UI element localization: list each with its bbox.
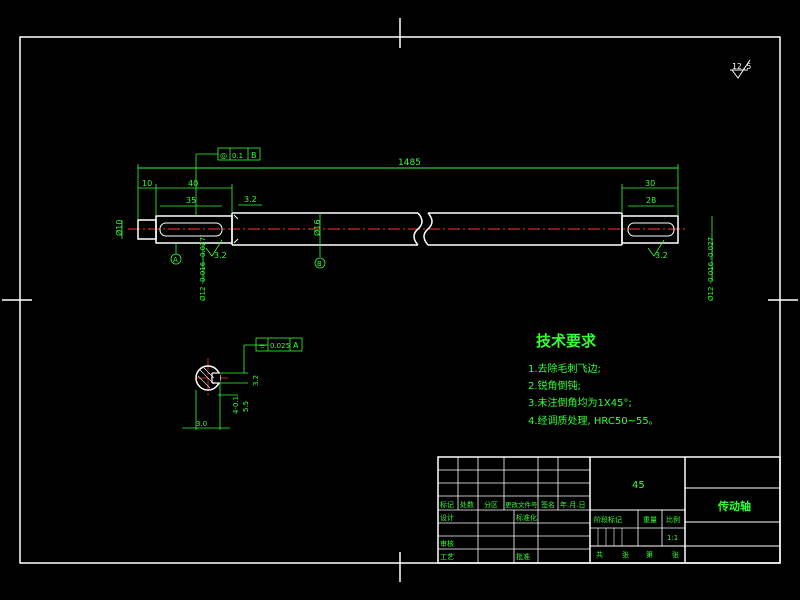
section-dim-4: 3.0	[196, 420, 207, 428]
tol-frame-top	[217, 147, 261, 161]
break-line-left	[413, 212, 423, 246]
tech-item-2: 2.锐角倒钝;	[528, 379, 581, 392]
tol-section-datum: A	[293, 341, 299, 350]
section-dim-1: 3.2	[252, 375, 260, 386]
section-dim-3: 5.5	[242, 401, 250, 412]
tb-hdr-sign: 签名	[541, 500, 555, 509]
tech-item-3: 3.未注倒角均为1X45°;	[528, 396, 632, 409]
right-keyway	[627, 222, 675, 237]
shaft-dimensions: 1485 10 40 35 3.2 30 28 Ø16 Ø10 Ø12 -0.0…	[114, 147, 715, 301]
section-view: 3.2 ⌯ 0.025 A 3.0 4-0.1 5.5	[182, 337, 303, 430]
tb-review: 审核	[440, 539, 454, 548]
roughness-right-symbol	[647, 239, 665, 257]
tb-hdr-count: 处数	[460, 500, 474, 509]
datum-b-marker	[314, 257, 326, 269]
roughness-left-symbol	[205, 239, 223, 257]
tb-ratio: 比例	[666, 515, 680, 524]
tech-requirements: 技术要求 1.去除毛刺飞边; 2.锐角倒钝; 3.未注倒角均为1X45°; 4.…	[528, 332, 659, 427]
roughness-right-value: 3.2	[655, 251, 668, 260]
tb-hdr-mark: 标记	[440, 500, 454, 509]
tb-hdr-zone: 分区	[484, 500, 498, 509]
tb-weight: 重量	[643, 516, 657, 524]
tol-top-value: 0.1	[232, 152, 243, 160]
dim-left-keyway: 40	[188, 179, 198, 188]
tb-approve: 批准	[516, 552, 530, 561]
tb-material: 45	[632, 480, 645, 491]
roughness-general-symbol: 12.5	[730, 59, 751, 79]
shaft-right-journal	[621, 215, 679, 244]
roughness-left-value: 3.2	[214, 251, 227, 260]
tb-sheets-total: 共	[596, 550, 603, 559]
dim-chamfer: 3.2	[244, 195, 257, 204]
tech-item-4: 4.经调质处理, HRC50~55。	[528, 414, 659, 427]
shaft-main-view	[128, 212, 688, 246]
tol-top-datum: B	[251, 151, 257, 160]
tb-hdr-file: 更改文件号	[505, 500, 538, 509]
dim-overall: 1485	[398, 158, 421, 168]
section-dim-2: 4-0.1	[232, 396, 240, 414]
dim-right-keyway: 30	[645, 179, 655, 188]
tb-process: 工艺	[440, 553, 454, 561]
tb-sheet-no: 第	[646, 550, 653, 559]
break-line-right	[423, 212, 433, 246]
tol-top-symbol: ◎	[220, 151, 227, 160]
dim-left-journal-dia: Ø12 -0.016 -0.027	[199, 237, 207, 301]
tb-sheets-word: 张	[622, 550, 629, 559]
tb-sheet-word: 张	[672, 550, 679, 559]
tol-section-value: 0.025	[270, 342, 290, 350]
tb-part-name: 传动轴	[717, 499, 751, 513]
drawing-frame	[19, 36, 781, 564]
tb-standardize: 标准化	[516, 513, 537, 522]
dim-center-dia: Ø16	[312, 220, 322, 236]
tb-scale: 1:1	[667, 534, 678, 542]
tb-hdr-date: 年.月.日	[560, 500, 585, 509]
tech-title: 技术要求	[536, 332, 597, 350]
tb-stage-mark: 阶段标记	[594, 515, 622, 524]
dim-left-step: 10	[142, 179, 152, 188]
datum-b-label: B	[317, 260, 322, 268]
datum-a-label: A	[173, 256, 178, 264]
left-keyway	[159, 222, 223, 237]
tb-design: 设计	[440, 513, 454, 522]
dim-right-journal-dia: Ø12 -0.016 -0.027	[707, 237, 715, 301]
tol-section-symbol: ⌯	[259, 341, 266, 350]
dim-left-keyway-inner: 35	[186, 196, 196, 205]
dim-left-end: Ø10	[114, 220, 124, 236]
tol-frame-section	[255, 337, 303, 352]
title-block: 标记 处数 分区 更改文件号 签名 年.月.日 设计 标准化 审核 工艺 批准 …	[437, 456, 781, 564]
roughness-value: 12.5	[732, 62, 751, 71]
datum-a-marker	[170, 253, 182, 265]
dim-right-keyway-inner: 28	[646, 196, 656, 205]
tech-item-1: 1.去除毛刺飞边;	[528, 362, 601, 375]
